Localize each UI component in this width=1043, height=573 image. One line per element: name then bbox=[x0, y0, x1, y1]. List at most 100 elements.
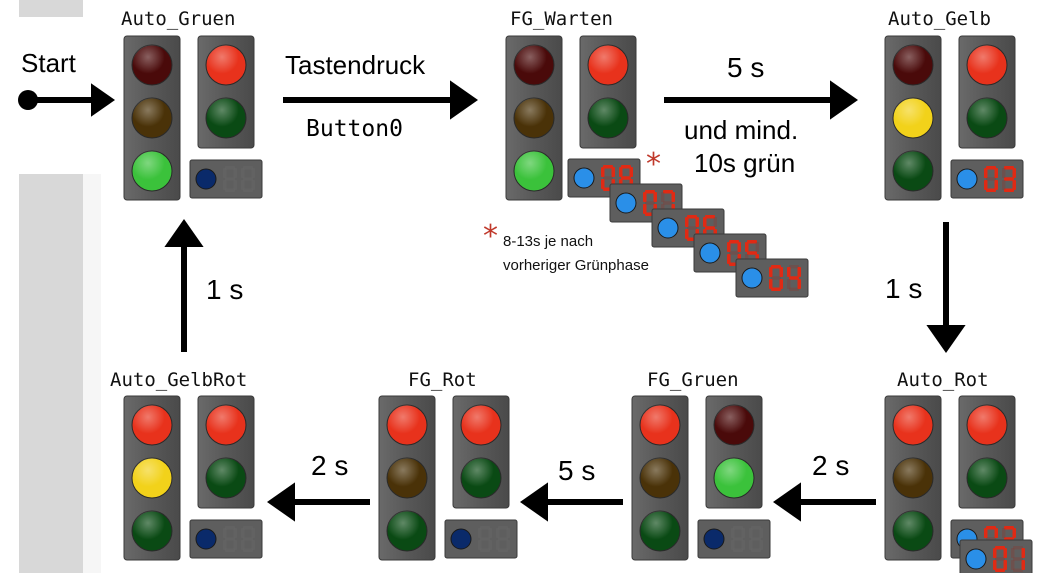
digit-segment bbox=[994, 180, 998, 190]
digit-segment bbox=[787, 279, 791, 289]
transition-label-2s-right: 2 s bbox=[812, 450, 850, 481]
digit-segment bbox=[749, 540, 753, 550]
digit-segment bbox=[1002, 528, 1006, 538]
digit-segment bbox=[496, 528, 500, 538]
digit-segment bbox=[243, 177, 253, 181]
gray-background-block bbox=[19, 0, 83, 17]
digit-segment bbox=[243, 548, 253, 552]
digit-segment bbox=[1013, 568, 1023, 572]
transition-label-5s-bottom: 5 s bbox=[558, 455, 596, 486]
digit-segment bbox=[233, 540, 237, 550]
transition-label-10s-gruen: 10s grün bbox=[694, 148, 796, 178]
auto-gelbrot-counter bbox=[189, 519, 263, 559]
auto-gelb-car-light bbox=[884, 35, 942, 201]
digit-segment bbox=[984, 528, 988, 538]
digit-segment bbox=[733, 526, 743, 530]
arrow-tastendruck bbox=[283, 80, 478, 120]
button-indicator-lamp bbox=[703, 528, 725, 550]
lamp-gloss bbox=[132, 511, 172, 551]
digit-segment bbox=[733, 548, 743, 552]
auto-rot-car-light bbox=[884, 395, 942, 561]
digit-segment bbox=[771, 265, 781, 269]
digit-segment bbox=[1013, 557, 1023, 561]
state-title-auto-gruen: Auto_Gruen bbox=[121, 8, 236, 30]
transition-label-1s-right: 1 s bbox=[885, 273, 923, 304]
lamp-gloss bbox=[640, 405, 680, 445]
lamp-gloss bbox=[967, 98, 1007, 138]
digit-segment bbox=[797, 279, 801, 289]
lamp-gloss bbox=[893, 151, 933, 191]
digit-segment bbox=[779, 267, 783, 277]
arrow-5s-bottom bbox=[520, 482, 623, 522]
auto-gruen-ped-light bbox=[197, 35, 255, 149]
button-indicator-lamp bbox=[615, 192, 637, 214]
arrow-head bbox=[830, 80, 858, 120]
digit-segment bbox=[727, 242, 731, 252]
digit-segment bbox=[611, 167, 615, 177]
digit-segment bbox=[1004, 166, 1014, 170]
footnote-star-marker: * bbox=[646, 147, 661, 182]
digit-segment bbox=[223, 528, 227, 538]
digit-segment bbox=[703, 217, 707, 227]
auto-gelb-ped-light bbox=[958, 35, 1016, 149]
digit-segment bbox=[986, 188, 996, 192]
lamp-gloss bbox=[461, 405, 501, 445]
digit-segment bbox=[1002, 168, 1006, 178]
digit-segment bbox=[731, 540, 735, 550]
lamp-gloss bbox=[967, 405, 1007, 445]
lamp-gloss bbox=[514, 98, 554, 138]
lamp-gloss bbox=[206, 98, 246, 138]
digit-segment bbox=[601, 179, 605, 189]
digit-segment bbox=[731, 528, 735, 538]
digit-segment bbox=[243, 166, 253, 170]
digit-segment bbox=[480, 537, 490, 541]
digit-segment bbox=[759, 540, 763, 550]
fg-rot-counter bbox=[444, 519, 518, 559]
transition-label-und-mind: und mind. bbox=[684, 115, 799, 145]
digit-segment bbox=[223, 180, 227, 190]
digit-segment bbox=[687, 215, 697, 219]
digit-segment bbox=[986, 526, 996, 530]
digit-segment bbox=[1012, 180, 1016, 190]
fg-gruen-counter bbox=[697, 519, 771, 559]
digit-segment bbox=[771, 276, 781, 280]
button-indicator-lamp bbox=[741, 267, 763, 289]
digit-segment bbox=[787, 267, 791, 277]
digit-segment bbox=[1021, 548, 1025, 558]
digit-segment bbox=[241, 168, 245, 178]
fg-warten-counter-04 bbox=[735, 258, 809, 298]
digit-segment bbox=[986, 166, 996, 170]
digit-segment bbox=[629, 167, 633, 177]
digit-segment bbox=[480, 548, 490, 552]
digit-segment bbox=[751, 537, 761, 541]
digit-segment bbox=[789, 265, 799, 269]
digit-segment bbox=[695, 217, 699, 227]
digit-segment bbox=[506, 540, 510, 550]
digit-segment bbox=[984, 168, 988, 178]
digit-segment bbox=[621, 165, 631, 169]
fg-warten-car-light bbox=[505, 35, 563, 201]
digit-segment bbox=[478, 540, 482, 550]
digit-segment bbox=[993, 548, 997, 558]
digit-segment bbox=[751, 526, 761, 530]
digit-segment bbox=[1013, 546, 1023, 550]
digit-segment bbox=[737, 242, 741, 252]
digit-segment bbox=[994, 168, 998, 178]
button-indicator-lamp bbox=[195, 168, 217, 190]
gray-block-edge bbox=[83, 174, 101, 573]
digit-segment bbox=[741, 528, 745, 538]
transition-label-1s-left: 1 s bbox=[206, 274, 244, 305]
start-dot bbox=[18, 90, 38, 110]
digit-segment bbox=[645, 201, 655, 205]
auto-gruen-counter bbox=[189, 159, 263, 199]
digit-segment bbox=[653, 192, 657, 202]
digit-segment bbox=[1003, 548, 1007, 558]
digit-segment bbox=[233, 528, 237, 538]
digit-segment bbox=[603, 176, 613, 180]
digit-segment bbox=[729, 240, 739, 244]
transition-label-5s-top: 5 s bbox=[727, 52, 765, 83]
digit-segment bbox=[747, 251, 757, 255]
lamp-gloss bbox=[514, 151, 554, 191]
digit-segment bbox=[643, 192, 647, 202]
digit-segment bbox=[241, 540, 245, 550]
